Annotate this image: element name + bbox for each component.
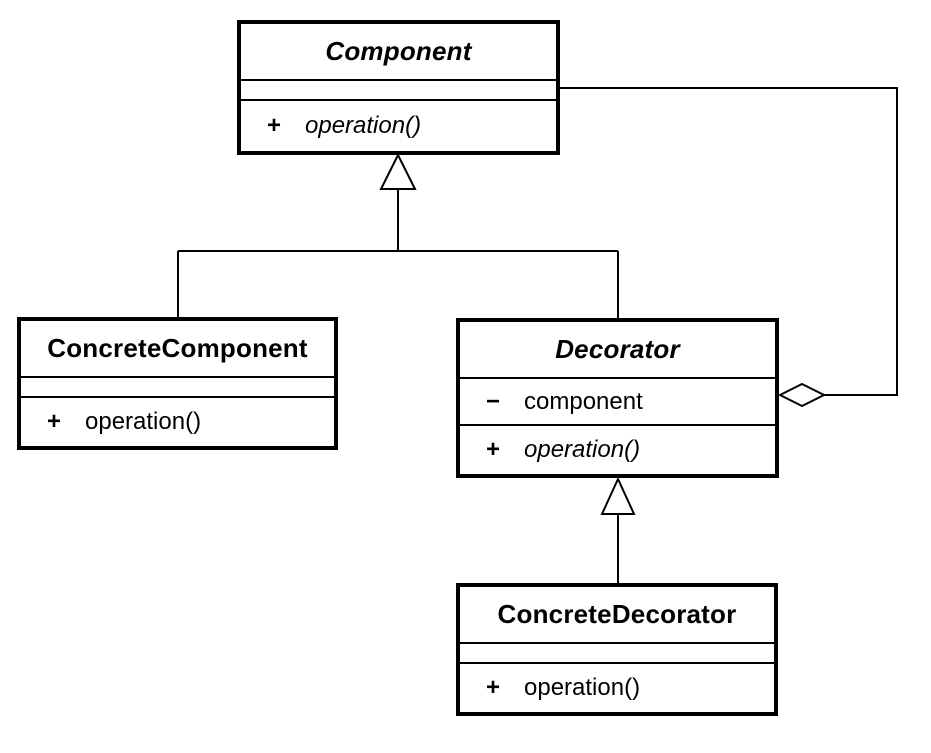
class-concrete-component: ConcreteComponent + operation() [17,317,338,450]
class-decorator-attributes: − component [460,377,775,426]
class-concrete-decorator-title: ConcreteDecorator [497,599,737,629]
inheritance-triangle-icon [379,152,417,190]
visibility-symbol: − [486,387,501,415]
attribute-name: component [524,387,643,415]
aggregation-diamond-icon [777,382,827,408]
class-component-title: Component [325,36,472,66]
class-decorator: Decorator − component + operation() [456,318,779,478]
visibility-symbol: + [267,112,282,139]
visibility-symbol: + [486,436,501,463]
operation-row: + operation() [460,664,774,712]
operation-signature: operation() [85,408,202,435]
class-component-operations: + operation() [241,101,556,151]
visibility-symbol: + [486,674,501,701]
class-component: Component + operation() [237,20,560,155]
operation-signature: operation() [305,112,422,139]
class-concrete-component-attributes [21,376,334,398]
class-component-attributes [241,79,556,101]
class-concrete-decorator-operations: + operation() [460,664,774,712]
operation-signature: operation() [524,674,641,701]
visibility-symbol: + [47,408,62,435]
operation-row: + operation() [241,101,556,151]
class-decorator-operations: + operation() [460,426,775,474]
operation-row: + operation() [460,426,775,474]
class-concrete-component-title: ConcreteComponent [47,333,308,363]
operation-signature: operation() [524,436,641,463]
operation-row: + operation() [21,398,334,446]
class-concrete-component-operations: + operation() [21,398,334,446]
class-concrete-decorator-attributes [460,642,774,664]
class-concrete-decorator: ConcreteDecorator + operation() [456,583,778,716]
inheritance-triangle-icon [600,476,636,515]
attribute-row: − component [460,379,775,424]
class-decorator-title: Decorator [555,334,680,364]
